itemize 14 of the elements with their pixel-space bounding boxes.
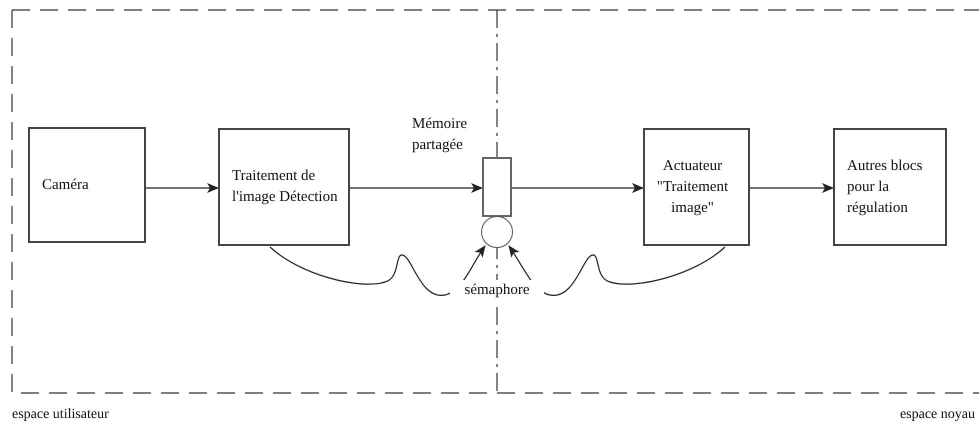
region-label: espace utilisateur — [12, 406, 109, 424]
process-box: Autres blocs pour la régulation — [833, 128, 947, 246]
arrow — [750, 183, 834, 193]
process-box: Actuateur "Traitement image" — [643, 128, 750, 246]
arrow — [350, 183, 483, 193]
process-box: Caméra — [28, 127, 146, 243]
process-box: Traitement de l'image Détection — [218, 128, 350, 246]
arrow — [512, 183, 644, 193]
curved-arrow — [508, 245, 726, 296]
node-caption: sémaphore — [450, 280, 544, 301]
region-label: espace noyau — [900, 406, 975, 424]
curved-arrow — [270, 245, 486, 296]
arrow — [146, 183, 219, 193]
memory-box — [482, 157, 512, 217]
